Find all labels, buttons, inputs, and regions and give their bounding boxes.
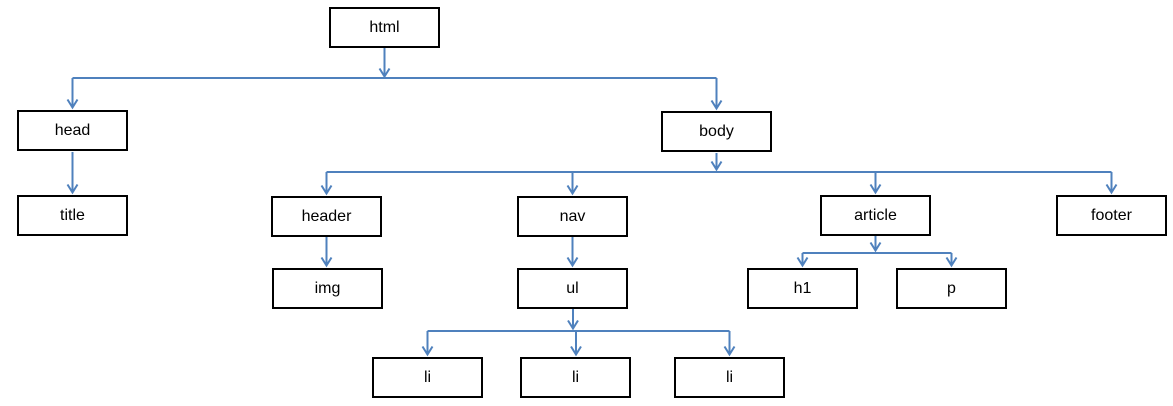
node-img: img	[272, 268, 383, 309]
node-head: head	[17, 110, 128, 151]
node-li-2: li	[520, 357, 631, 398]
node-ul-label: ul	[566, 279, 579, 297]
node-li-1-label: li	[423, 368, 432, 386]
node-article-label: article	[854, 206, 897, 224]
node-header-label: header	[301, 207, 352, 225]
node-li-1: li	[372, 357, 483, 398]
node-html-label: html	[369, 18, 400, 36]
node-title: title	[17, 195, 128, 236]
node-header: header	[271, 196, 382, 237]
node-p: p	[896, 268, 1007, 309]
node-body: body	[661, 111, 772, 152]
node-article: article	[820, 195, 931, 236]
node-footer-label: footer	[1091, 206, 1132, 224]
node-li-3: li	[674, 357, 785, 398]
node-html: html	[329, 7, 440, 48]
node-nav-label: nav	[559, 207, 586, 225]
node-footer: footer	[1056, 195, 1167, 236]
node-head-label: head	[54, 121, 91, 139]
node-title-label: title	[60, 206, 85, 224]
node-p-label: p	[947, 279, 956, 297]
node-img-label: img	[314, 279, 341, 297]
node-h1-label: h1	[793, 279, 812, 297]
node-li-3-label: li	[725, 368, 734, 386]
node-nav: nav	[517, 196, 628, 237]
node-ul: ul	[517, 268, 628, 309]
node-body-label: body	[699, 122, 734, 140]
node-h1: h1	[747, 268, 858, 309]
node-li-2-label: li	[571, 368, 580, 386]
